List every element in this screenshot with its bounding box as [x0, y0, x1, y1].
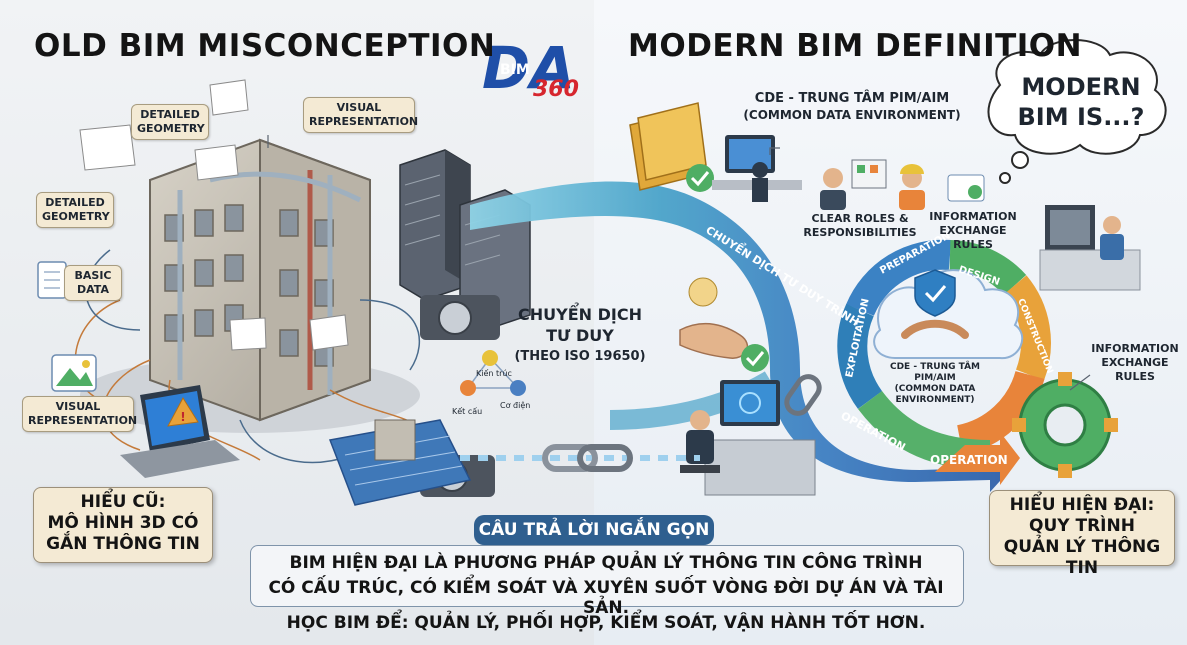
team-icons	[820, 159, 985, 210]
rules-line: EXCHANGE RULES	[939, 224, 1007, 251]
tag-line: BASIC	[74, 269, 112, 282]
handshake-icon	[679, 277, 769, 372]
picture-icon	[51, 354, 97, 392]
tag-line: GEOMETRY	[137, 122, 205, 135]
answer-line-3: HỌC BIM ĐỂ: QUẢN LÝ, PHỐI HỢP, KIỂM SOÁT…	[286, 613, 926, 633]
logo-number: 360	[533, 77, 579, 102]
server-racks	[399, 149, 531, 331]
node-label-mep: Cơ điện	[500, 400, 530, 410]
folders-illustration	[629, 102, 714, 192]
cde-cloud	[873, 269, 1024, 360]
node-label-structure: Kết cấu	[452, 406, 482, 416]
da-bim360-logo: DA BIM 360	[482, 34, 579, 102]
rules-line: RULES	[1115, 370, 1155, 383]
thought-line: MODERN	[1021, 73, 1141, 101]
tag-line: GEOMETRY	[42, 210, 110, 223]
rules-line: EXCHANGE	[1101, 356, 1169, 369]
roles-line: CLEAR ROLES &	[811, 212, 909, 225]
callout-line: HIỂU HIỆN ĐẠI:	[1009, 495, 1155, 515]
roles-line: RESPONSIBILITIES	[803, 226, 917, 239]
laptop-warning: !	[120, 385, 240, 478]
answer-line-2: CÓ CẤU TRÚC, CÓ KIỂM SOÁT VÀ XUYÊN SUỐT …	[268, 578, 944, 618]
workstation-bottom	[680, 380, 816, 496]
shift-line: (THEO ISO 19650)	[514, 349, 646, 364]
cde-line: CDE - TRUNG TÂM PIM/AIM	[754, 91, 950, 106]
cde-center-line: CDE - TRUNG TÂM PIM/AIM	[889, 362, 981, 383]
tag-line: REPRESENTATION	[309, 115, 419, 128]
cde-center-line: (COMMON DATA	[894, 384, 976, 394]
answer-line-1: BIM HIỆN ĐẠI LÀ PHƯƠNG PHÁP QUẢN LÝ THÔN…	[289, 553, 923, 573]
shift-line: TƯ DUY	[546, 326, 614, 345]
gear-icon	[1012, 372, 1118, 478]
blueprint-sheet	[328, 419, 472, 506]
building-illustration	[74, 79, 441, 464]
callout-line: HIỂU CŨ:	[80, 492, 166, 512]
mindset-shift-text: CHUYỂN DỊCH TƯ DUY (THEO ISO 19650)	[510, 304, 650, 367]
logo-bim: BIM	[500, 62, 530, 78]
stage-operation-arrow: OPERATION	[930, 453, 1008, 467]
callout-line: MÔ HÌNH 3D CÓ	[47, 513, 199, 533]
tag-basic-data: BASIC DATA	[64, 265, 122, 301]
info-rules-side-label: INFORMATION EXCHANGE RULES	[1090, 342, 1180, 384]
tag-line: VISUAL	[336, 101, 382, 114]
workstation-right	[1039, 205, 1141, 291]
tag-visual-representation-bottom: VISUAL REPRESENTATION	[22, 396, 138, 432]
tag-line: DETAILED	[45, 196, 105, 209]
thought-cloud	[987, 39, 1167, 184]
cde-center-line: ENVIRONMENT)	[895, 395, 975, 405]
tag-visual-representation-top: VISUAL REPRESENTATION	[303, 97, 419, 133]
short-answer-title: CÂU TRẢ LỜI NGẮN GỌN	[474, 515, 714, 545]
thought-line: BIM IS...?	[1017, 103, 1145, 131]
short-answer-box	[250, 545, 964, 607]
cde-center-label: CDE - TRUNG TÂM PIM/AIM (COMMON DATA ENV…	[870, 362, 1000, 406]
clear-roles-label: CLEAR ROLES & RESPONSIBILITIES	[800, 212, 920, 240]
thought-cloud-text: MODERN BIM IS...?	[1006, 72, 1156, 132]
shift-line: CHUYỂN DỊCH	[518, 305, 642, 324]
discipline-network	[460, 350, 526, 396]
lifecycle-ring	[837, 239, 1051, 485]
rules-line: INFORMATION	[1091, 342, 1179, 355]
tag-detailed-geometry-top: DETAILED GEOMETRY	[131, 104, 209, 140]
tag-detailed-geometry-side: DETAILED GEOMETRY	[36, 192, 114, 228]
tag-line: DATA	[77, 283, 109, 296]
logo-letters: DA	[482, 34, 575, 102]
info-rules-top-label: INFORMATION EXCHANGE RULES	[918, 210, 1028, 252]
modern-bim-heading: MODERN BIM DEFINITION	[628, 28, 1083, 64]
chain-link-icon	[460, 374, 822, 472]
cde-line: (COMMON DATA ENVIRONMENT)	[743, 108, 961, 122]
callout-line: GẮN THÔNG TIN	[46, 534, 200, 554]
cde-top-label: CDE - TRUNG TÂM PIM/AIM (COMMON DATA ENV…	[742, 90, 962, 124]
checklist-icon	[37, 261, 67, 299]
callout-line: QUY TRÌNH	[1029, 516, 1135, 536]
rules-line: INFORMATION	[929, 210, 1017, 223]
old-understanding-callout: HIỂU CŨ: MÔ HÌNH 3D CÓ GẮN THÔNG TIN	[33, 487, 213, 563]
old-bim-heading: OLD BIM MISCONCEPTION	[34, 28, 496, 64]
workstation-top	[712, 135, 802, 202]
node-label-architecture: Kiến trúc	[476, 368, 512, 378]
callout-line: QUẢN LÝ THÔNG TIN	[1003, 537, 1161, 578]
modern-understanding-callout: HIỂU HIỆN ĐẠI: QUY TRÌNH QUẢN LÝ THÔNG T…	[989, 490, 1175, 578]
svg-text:!: !	[180, 410, 185, 424]
tag-line: VISUAL	[55, 400, 101, 413]
tag-line: DETAILED	[140, 108, 200, 121]
tag-line: REPRESENTATION	[28, 414, 138, 427]
